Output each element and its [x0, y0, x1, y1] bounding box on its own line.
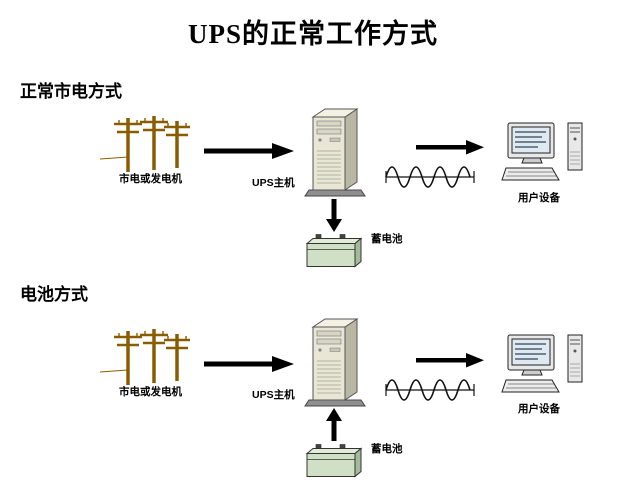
arrow-right-icon-mains-output — [416, 139, 484, 155]
desktop-computer-icon-battery — [501, 332, 594, 396]
power-source-label-mains: 市电或发电机 — [119, 173, 182, 185]
sine-wave-icon-mains — [385, 157, 476, 197]
arrow-down-icon-charge — [325, 199, 343, 232]
sine-wave-icon-battery — [385, 370, 476, 410]
section-label-mains-mode: 正常市电方式 — [20, 82, 122, 101]
section-label-battery-mode: 电池方式 — [20, 285, 88, 304]
arrow-right-icon-battery-input — [204, 355, 294, 373]
utility-poles-icon-mains — [98, 113, 196, 177]
arrow-up-icon-discharge — [325, 408, 343, 441]
battery-label-battery-mode: 蓄电池 — [371, 443, 403, 455]
arrow-right-icon-mains-input — [204, 142, 294, 160]
user-device-label-battery: 用户设备 — [518, 403, 560, 415]
ups-label-mains: UPS主机 — [252, 177, 295, 189]
battery-icon-mains — [303, 233, 365, 268]
battery-icon-battery-mode — [303, 443, 365, 478]
ups-tower-icon-battery — [301, 315, 369, 408]
battery-label-mains: 蓄电池 — [371, 233, 403, 245]
desktop-computer-icon-mains — [501, 120, 594, 184]
user-device-label-mains: 用户设备 — [518, 192, 560, 204]
power-source-label-battery: 市电或发电机 — [119, 386, 182, 398]
diagram-title: UPS的正常工作方式 — [187, 19, 438, 49]
utility-poles-icon-battery — [98, 326, 196, 390]
ups-label-battery: UPS主机 — [252, 389, 295, 401]
arrow-right-icon-battery-output — [416, 352, 484, 368]
ups-tower-icon-mains — [301, 105, 369, 198]
